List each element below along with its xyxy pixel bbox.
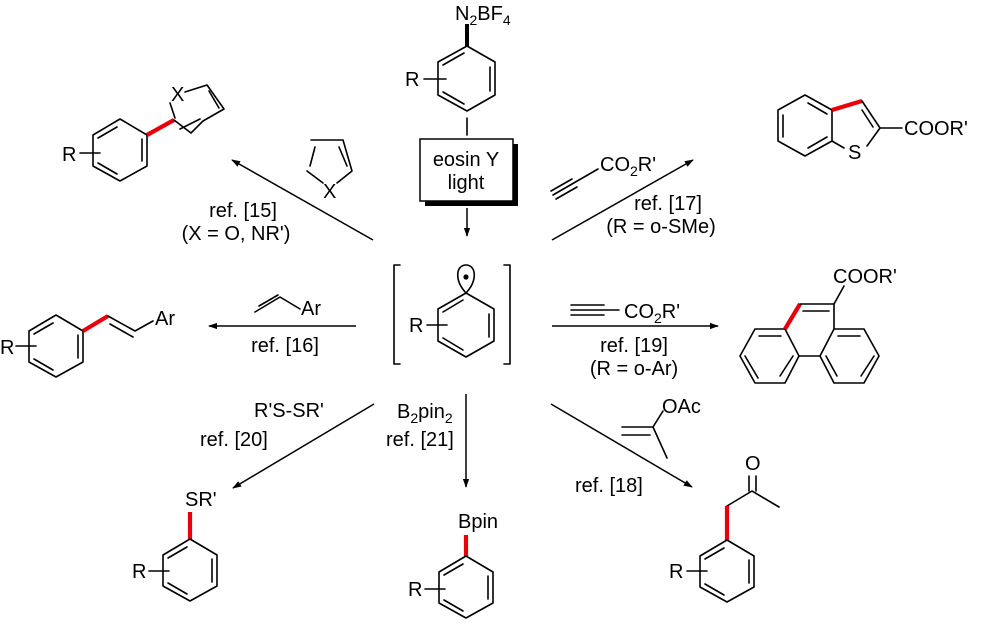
ref-label: ref. [20] [200, 429, 268, 451]
product-aryl-boronate: Bpin R [408, 511, 498, 619]
ref-label: ref. [15] [209, 200, 277, 222]
reaction-ref-21: B2pin2 ref. [21] Bpin R [386, 394, 498, 619]
condition-note: (R = o-SMe) [606, 216, 715, 238]
radical-orbital [456, 264, 476, 294]
svg-text:R: R [0, 337, 14, 359]
svg-text:Ar: Ar [301, 298, 321, 320]
svg-text:R: R [408, 579, 422, 601]
svg-text:CO2R': CO2R' [624, 301, 680, 326]
arrow [231, 159, 374, 241]
arrow [551, 159, 694, 241]
alkyne-reagent: CO2R' [570, 301, 680, 326]
styrene-reagent: Ar [254, 294, 321, 320]
svg-text:R: R [669, 561, 683, 583]
conditions-box: eosin Y light [419, 138, 518, 206]
left-bracket [393, 264, 401, 365]
alkyne-reagent: CO2R' [550, 154, 656, 200]
ref-label: ref. [16] [251, 335, 319, 357]
svg-text:O: O [745, 453, 761, 475]
svg-text:R: R [132, 561, 146, 583]
condition-note: (R = o-Ar) [590, 358, 678, 380]
arrow [232, 403, 375, 489]
condition-note: (X = O, NR') [182, 223, 291, 245]
radical-dot [463, 274, 469, 280]
aryl-radical-intermediate: R [393, 264, 511, 365]
benzene-ring [437, 45, 496, 112]
benzene-ring [437, 292, 495, 358]
svg-text:OAc: OAc [662, 396, 701, 418]
ref-label: ref. [18] [575, 475, 643, 497]
reagent-label: R'S-SR' [254, 400, 324, 422]
product-stilbene: Ar R [0, 308, 175, 378]
diazonium-label: N2BF4 [455, 3, 511, 28]
svg-text:S: S [848, 142, 861, 164]
reaction-ref-20: R'S-SR' ref. [20] SR' R [132, 400, 375, 602]
svg-text:X: X [323, 181, 336, 203]
light-label: light [448, 172, 485, 194]
svg-text:CO2R': CO2R' [600, 154, 656, 179]
product-aryl-sulfide: SR' R [132, 489, 218, 602]
reaction-ref-16: Ar ref. [16] Ar R [0, 294, 356, 378]
catalyst-label: eosin Y [433, 149, 499, 171]
product-benzothiophene-ester: S COOR' [777, 94, 968, 164]
svg-text:SR': SR' [185, 489, 217, 511]
ref-label: ref. [19] [600, 335, 668, 357]
reaction-ref-15: X ref. [15] (X = O, NR') X R [62, 84, 374, 245]
svg-text:R: R [62, 144, 76, 166]
r-label: R [405, 69, 419, 91]
reaction-ref-19: CO2R' ref. [19] (R = o-Ar) COOR' [552, 266, 897, 384]
heteroarene-reagent: X [306, 139, 353, 203]
reaction-ref-18: OAc ref. [18] O R [550, 396, 780, 603]
product-2-arylheteroarene: X R [62, 84, 225, 182]
enol-acetate-reagent: OAc [621, 396, 701, 459]
product-aryl-acetone: O R [669, 453, 780, 603]
arrow [550, 403, 693, 488]
reagent-label: B2pin2 [397, 401, 453, 426]
reaction-ref-17: CO2R' ref. [17] (R = o-SMe) S COOR' [550, 94, 968, 241]
product-phenanthrene-ester: COOR' [739, 266, 897, 384]
ref-label: ref. [17] [634, 193, 702, 215]
svg-text:X: X [171, 84, 184, 106]
svg-text:COOR': COOR' [904, 118, 968, 140]
svg-text:Bpin: Bpin [458, 511, 498, 533]
starting-material-diazonium: N2BF4 R [405, 3, 511, 136]
ref-label: ref. [21] [386, 429, 454, 451]
r-label: R [409, 315, 423, 337]
right-bracket [503, 264, 511, 365]
svg-text:COOR': COOR' [833, 266, 897, 288]
svg-text:Ar: Ar [155, 308, 175, 330]
